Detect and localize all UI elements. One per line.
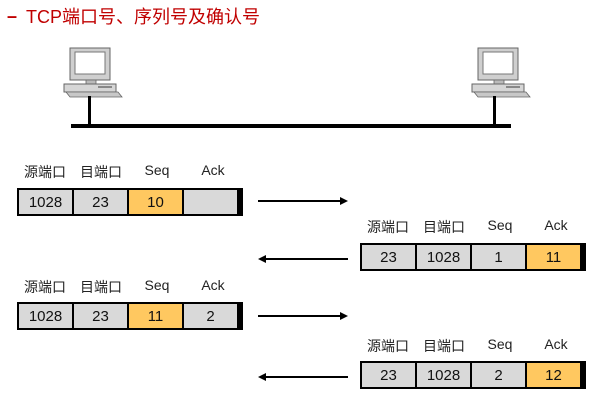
header-src-port: 源端口 [24, 279, 66, 295]
header-seq: Seq [487, 336, 513, 352]
cell-ack: 12 [527, 363, 580, 387]
cell-seq: 11 [129, 304, 182, 328]
network-drop-left [88, 96, 91, 124]
cell-seq: 1 [472, 245, 525, 269]
arrow-left [258, 373, 348, 381]
header-src-port: 源端口 [367, 219, 409, 235]
computer-icon-right [471, 47, 531, 98]
header-src-port: 源端口 [24, 164, 66, 180]
cell-dst-port: 23 [74, 190, 127, 214]
cell-ack: 11 [527, 245, 580, 269]
cell-src-port: 23 [362, 363, 415, 387]
header-seq: Seq [144, 277, 170, 293]
header-seq: Seq [144, 162, 170, 178]
cell-seq: 2 [472, 363, 525, 387]
title-dash: – [7, 5, 18, 26]
header-src-port: 源端口 [367, 338, 409, 354]
cell-src-port: 1028 [19, 304, 72, 328]
segment-header: 源端口 目端口 Seq Ack [360, 336, 586, 354]
header-dst-port: 目端口 [80, 279, 122, 295]
segment-1: 1028 23 10 [17, 188, 243, 216]
header-dst-port: 目端口 [80, 164, 122, 180]
header-ack: Ack [201, 162, 225, 178]
segment-header: 源端口 目端口 Seq Ack [17, 162, 243, 180]
header-dst-port: 目端口 [423, 219, 465, 235]
header-ack: Ack [201, 277, 225, 293]
cell-dst-port: 1028 [417, 363, 470, 387]
arrow-left [258, 255, 348, 263]
cell-src-port: 1028 [19, 190, 72, 214]
segment-header: 源端口 目端口 Seq Ack [360, 217, 586, 235]
segment-2: 23 1028 1 11 [360, 243, 586, 271]
page-title: – TCP端口号、序列号及确认号 [7, 2, 260, 30]
segment-4: 23 1028 2 12 [360, 361, 586, 389]
segment-3: 1028 23 11 2 [17, 302, 243, 330]
title-text: TCP端口号、序列号及确认号 [26, 7, 261, 27]
computer-icon-left [63, 47, 123, 98]
arrow-right [258, 312, 348, 320]
header-dst-port: 目端口 [423, 338, 465, 354]
segment-header: 源端口 目端口 Seq Ack [17, 277, 243, 295]
network-line [71, 124, 511, 128]
cell-dst-port: 1028 [417, 245, 470, 269]
arrow-right [258, 197, 348, 205]
cell-ack: 2 [184, 304, 237, 328]
cell-seq: 10 [129, 190, 182, 214]
header-ack: Ack [544, 336, 568, 352]
cell-dst-port: 23 [74, 304, 127, 328]
cell-src-port: 23 [362, 245, 415, 269]
cell-ack [184, 190, 237, 214]
header-seq: Seq [487, 217, 513, 233]
network-drop-right [493, 96, 496, 124]
header-ack: Ack [544, 217, 568, 233]
